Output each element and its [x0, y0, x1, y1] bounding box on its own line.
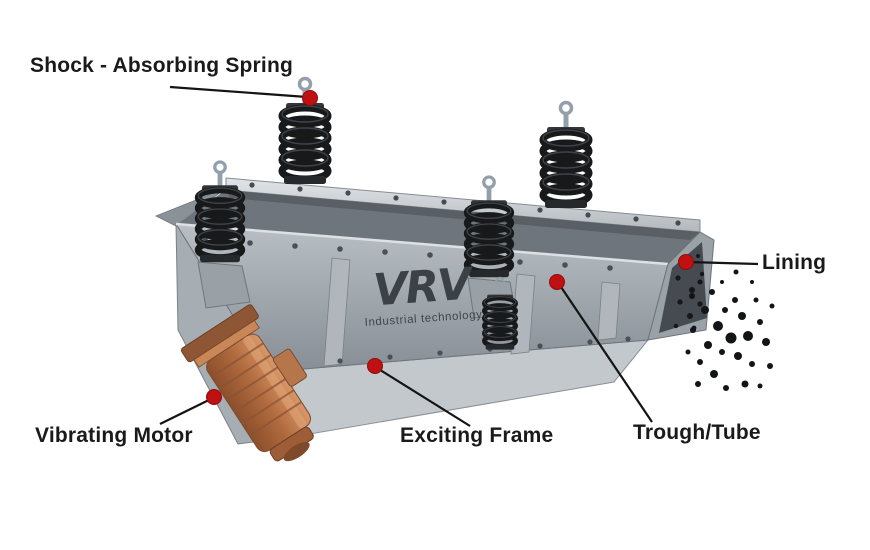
marker-exciting-frame — [367, 358, 383, 374]
label-exciting-frame: Exciting Frame — [400, 424, 554, 447]
callout-lines — [159, 85, 759, 427]
label-lining: Lining — [762, 251, 827, 274]
label-trough-tube: Trough/Tube — [633, 421, 761, 444]
vibrating-motor-graphic — [180, 304, 314, 462]
rail-bolts — [249, 182, 681, 226]
trough-interior — [176, 190, 700, 264]
coil-spring — [198, 162, 242, 262]
feeder-body — [155, 177, 715, 445]
lining-face — [659, 242, 707, 333]
material-particles — [685, 269, 775, 391]
coil-spring — [543, 103, 589, 209]
rim-highlight — [175, 222, 669, 266]
brand-logo: VRV Industrial technology — [364, 258, 483, 329]
logo-brand: VRV — [372, 258, 476, 316]
callout-line-frame — [376, 367, 471, 427]
callout-line-trough — [558, 283, 653, 423]
callout-line-motor — [159, 397, 214, 425]
interior-shadow — [226, 190, 700, 240]
markers — [206, 90, 694, 405]
marker-trough-tube — [549, 274, 565, 290]
callout-line-spring — [169, 85, 308, 99]
callout-line-lining — [687, 260, 759, 266]
coil-spring — [467, 177, 511, 277]
marker-lining — [678, 254, 694, 270]
label-shock-absorbing-spring: Shock - Absorbing Spring — [30, 54, 294, 77]
marker-shock-absorbing-spring — [302, 90, 318, 106]
panel-top-bolts — [202, 237, 613, 271]
label-vibrating-motor: Vibrating Motor — [35, 424, 193, 447]
marker-vibrating-motor — [206, 389, 222, 405]
